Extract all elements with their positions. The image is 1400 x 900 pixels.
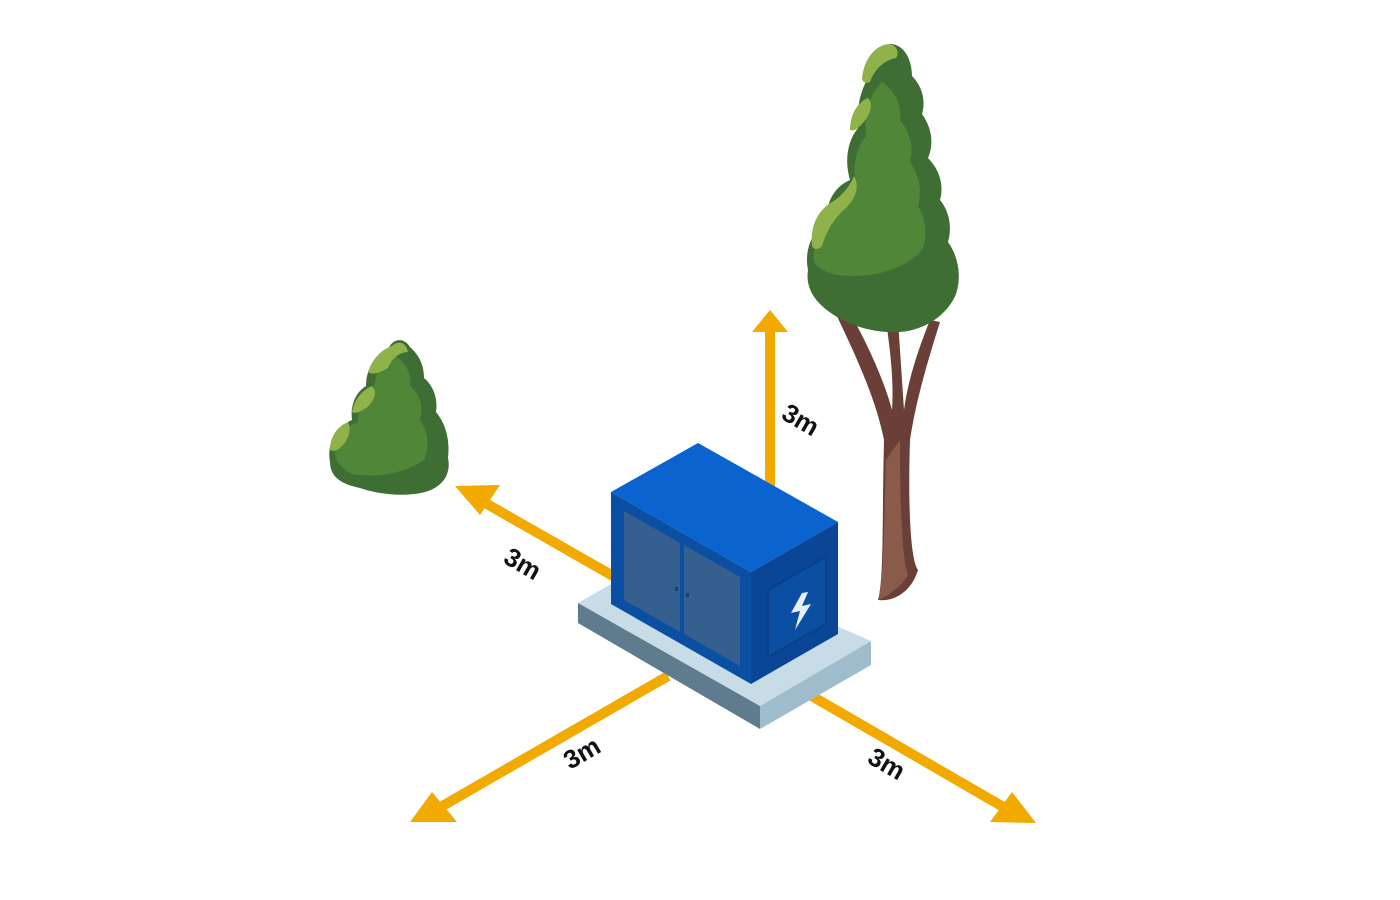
tree-trunk: [834, 306, 940, 601]
door-handle-right: [686, 593, 689, 597]
cabinet-door-left: [624, 511, 680, 632]
bush-highlight-1: [368, 342, 408, 374]
arrow-left-back-shaft: [477, 495, 623, 585]
tree-highlight-1: [862, 44, 898, 83]
door-handle-left: [675, 587, 678, 591]
electrical-cabinet: [611, 443, 838, 684]
arrow-right-front-head: [990, 792, 1036, 823]
bush-foliage-mid: [334, 356, 428, 476]
clearance-arrows: [410, 310, 1036, 823]
arrow-left-front-head: [410, 792, 457, 822]
clearance-label-left-back: 3m: [499, 541, 547, 586]
arrow-left-back-head: [455, 485, 500, 515]
bush-highlight-3: [330, 422, 350, 451]
cabinet-top: [611, 443, 838, 572]
bush: [329, 340, 449, 495]
plinth-side: [760, 641, 871, 729]
tree-trunk-shadow: [878, 440, 908, 600]
cabinet-door-right: [684, 545, 740, 666]
tree-foliage-mid: [813, 82, 926, 276]
arrow-right-front-shaft: [807, 690, 1015, 817]
tree-highlight-2: [850, 98, 871, 131]
clearance-label-up: 3m: [777, 397, 825, 442]
tree-highlight-3: [811, 176, 857, 249]
plinth-front: [578, 603, 760, 729]
arrow-up-head: [752, 310, 788, 332]
bush-highlight-2: [352, 386, 375, 413]
lightning-bolt-icon: [791, 592, 811, 630]
arrow-left-front-shaft: [429, 671, 671, 817]
tall-tree: [806, 44, 959, 601]
